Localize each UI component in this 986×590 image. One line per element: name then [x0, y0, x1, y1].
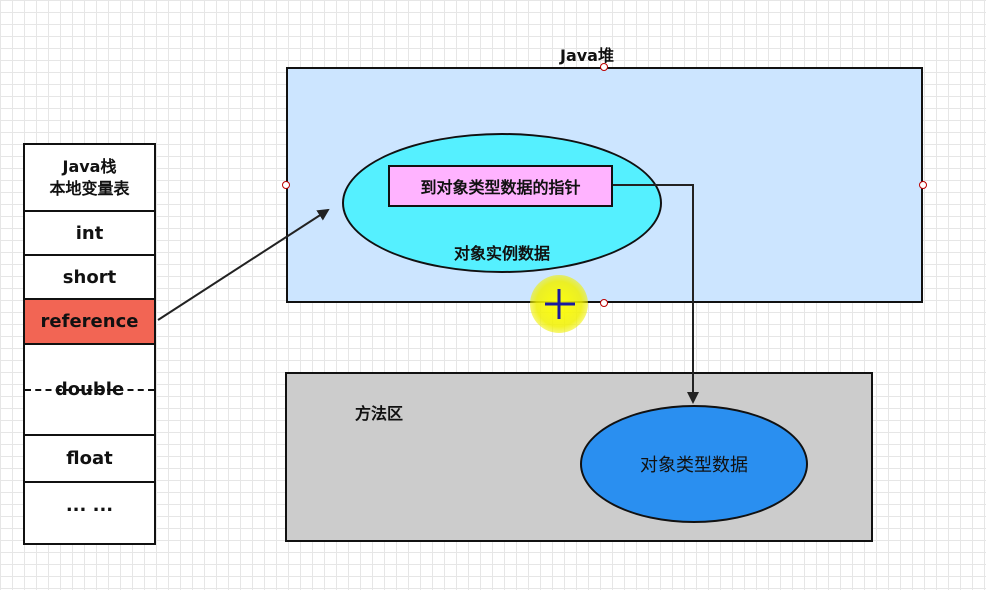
heap-handle-bottom[interactable] [600, 299, 608, 307]
stack-item-int: int [25, 212, 154, 256]
stack-item-short: short [25, 256, 154, 300]
object-instance-label: 对象实例数据 [453, 244, 550, 263]
double-slot-divider [25, 389, 154, 391]
stack-item-reference: reference [25, 300, 154, 345]
heap-handle-right[interactable] [919, 181, 927, 189]
object-type-data-ellipse: 对象类型数据 [580, 405, 808, 523]
pointer-to-type-arrow [613, 184, 699, 404]
stack-header: Java栈 本地变量表 [25, 145, 154, 212]
reference-to-instance-arrow [157, 208, 330, 321]
method-area-title: 方法区 [355, 404, 404, 423]
heap-handle-left[interactable] [282, 181, 290, 189]
object-type-data-label: 对象类型数据 [640, 455, 748, 476]
stack-item-float: float [25, 436, 154, 483]
stack-title-line1: Java栈 [62, 156, 117, 176]
type-pointer-label: 到对象类型数据的指针 [420, 178, 581, 197]
heap-title: Java堆 [560, 46, 614, 65]
crosshair-cursor-icon [545, 289, 575, 319]
stack-item-ellipsis: ... ... [65, 494, 114, 516]
heap-handle-top[interactable] [600, 63, 608, 71]
java-stack-table: Java栈 本地变量表 int short reference double f… [23, 143, 156, 545]
type-pointer-box: 到对象类型数据的指针 [388, 165, 613, 207]
stack-title-line2: 本地变量表 [49, 178, 130, 198]
